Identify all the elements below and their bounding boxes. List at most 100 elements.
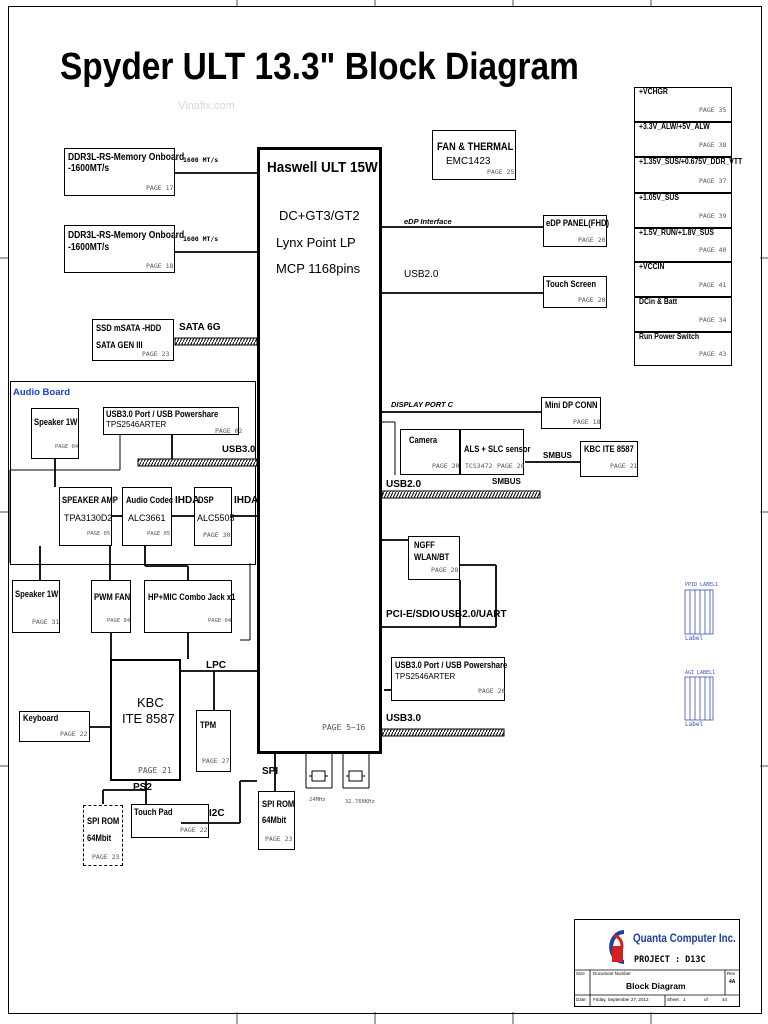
pwmfan-line1: PWM FAN: [94, 592, 131, 602]
ddr2-line1: DDR3L-RS-Memory Onboard: [68, 230, 185, 241]
agi-label-caption: Label: [685, 721, 704, 728]
dsp-line1: DSP: [198, 495, 214, 505]
ddr-memory-1: [64, 148, 175, 196]
keyboard-page: PAGE 22: [60, 730, 88, 738]
speaker-1w-top-block: [31, 408, 79, 459]
power-rail-page: PAGE 35: [699, 106, 727, 114]
crystal-24mhz-label: 24MHz: [309, 797, 326, 803]
usb3l-page: PAGE 02: [215, 427, 243, 435]
bus-ihda-2: IHDA: [234, 495, 259, 506]
power-rail-page: PAGE 37: [699, 177, 727, 185]
tb-total: 44: [722, 997, 728, 1002]
codec-page: PAGE 05: [147, 531, 171, 537]
pwmfan-page: PAGE 04: [107, 618, 131, 624]
cpu-line2: Lynx Point LP: [276, 235, 356, 250]
bus-usb2-cam: USB2.0: [386, 479, 422, 490]
bus-pcie: PCI-E/SDIO: [386, 609, 440, 620]
cpu-block: [257, 147, 382, 754]
als-line1: ALS + SLC sensor: [464, 444, 531, 454]
spkamp-line1: SPEAKER AMP: [62, 495, 118, 505]
spi-rom-1-block: [83, 805, 123, 866]
fan-page: PAGE 25: [487, 168, 515, 176]
jack-page: PAGE 04: [208, 618, 232, 624]
cpu-name: Haswell ULT 15W: [267, 159, 378, 176]
spkamp-line2: TPA3130D2: [64, 513, 113, 523]
bus-usb2uart: USB2.0/UART: [441, 609, 507, 620]
bus-mem2: 1600 MT/s: [183, 235, 219, 243]
bus-smbus-2: SMBUS: [492, 477, 521, 486]
bus-smbus: SMBUS: [543, 451, 572, 460]
spirom2-line1: SPI ROM: [262, 799, 295, 809]
drawing-frame: [8, 6, 762, 1014]
tpm-page: PAGE 27: [202, 757, 230, 765]
touch-screen-block: [543, 276, 607, 308]
spirom1-line1: SPI ROM: [87, 816, 120, 826]
tb-rev-label: Rev: [727, 971, 736, 976]
mini-dp-block: [541, 397, 601, 429]
ssd-line2: SATA GEN III: [96, 340, 143, 350]
ppid-label-title: PPID LABEL1: [685, 582, 719, 588]
ngff-line2: WLAN/BT: [414, 552, 450, 562]
kbc-r-line1: KBC ITE 8587: [584, 444, 634, 454]
ddr1-line1: DDR3L-RS-Memory Onboard: [68, 152, 185, 163]
touch-pad-block: [131, 804, 209, 838]
fan-line2: EMC1423: [446, 156, 491, 167]
power-rail-label: +1.5V_RUN/+1.8V_SUS: [639, 228, 714, 237]
camera-line1: Camera: [409, 435, 438, 445]
ngff-block: [408, 536, 460, 580]
als-sensor-block: [460, 429, 524, 475]
power-rail-label: +1.05V_SUS: [639, 193, 679, 202]
edp-page: PAGE 20: [578, 236, 606, 244]
keyboard-block: [19, 711, 90, 742]
usb3-port-right-block: [391, 657, 505, 701]
ddr-memory-2: [64, 225, 175, 273]
power-rail-item: +3.3V_ALW/+5V_ALW PAGE 38: [634, 122, 732, 157]
kbc-ite-right-block: [580, 441, 638, 477]
camera-page: PAGE 20: [432, 462, 460, 470]
spirom2-line2: 64Mbit: [262, 815, 287, 825]
power-rail-page: PAGE 38: [699, 141, 727, 149]
power-rail-label: +3.3V_ALW/+5V_ALW: [639, 122, 710, 131]
power-rail-item: +1.5V_RUN/+1.8V_SUS PAGE 40: [634, 228, 732, 262]
usb3-port-left-block: [103, 407, 239, 435]
spi-rom-2-block: [258, 791, 295, 850]
cpu-line3: MCP 1168pins: [276, 261, 361, 276]
touchpad-line1: Touch Pad: [134, 807, 173, 817]
power-rail-page: PAGE 40: [699, 246, 727, 254]
tb-date: Friday, September 27, 2013: [593, 997, 649, 1002]
ddr1-line2: -1600MT/s: [68, 163, 110, 174]
touch-line1: Touch Screen: [546, 279, 597, 289]
tb-of-label: of: [704, 997, 708, 1002]
usb3l-line2: TPS2546ARTER: [106, 420, 167, 429]
spirom2-page: PAGE 23: [265, 835, 293, 843]
bus-usb3-left: USB3.0: [222, 444, 256, 455]
kbc-line1: KBC: [137, 695, 164, 710]
tb-rev: 4A: [729, 979, 736, 985]
page-title: Spyder ULT 13.3" Block Diagram: [60, 46, 579, 88]
dsp-block: [194, 487, 232, 546]
dsp-page: PAGE 30: [203, 531, 231, 539]
usb3r-line2: TPS2546ARTER: [395, 672, 456, 681]
ppid-label-caption: Label: [685, 635, 704, 642]
tb-size-label: Size: [576, 971, 585, 976]
bus-ps2: PS2: [133, 782, 152, 793]
spk2-page: PAGE 31: [32, 618, 60, 626]
bus-dp: DISPLAY PORT C: [391, 400, 454, 409]
ngff-page: PAGE 28: [431, 566, 459, 574]
bus-spi: SPI: [262, 766, 279, 777]
tb-sheet-label: Sheet: [667, 997, 679, 1002]
spirom1-page: PAGE 23: [92, 853, 120, 861]
bus-mem1: 1600 MT/s: [183, 156, 219, 164]
fan-line1: FAN & THERMAL: [437, 141, 514, 153]
edp-panel-block: [543, 215, 607, 247]
codec-line2: ALC3661: [128, 513, 166, 523]
kbc-line2: ITE 8587: [122, 711, 175, 726]
hp-mic-jack-block: [144, 580, 232, 633]
usb3r-page: PAGE 26: [478, 687, 506, 695]
